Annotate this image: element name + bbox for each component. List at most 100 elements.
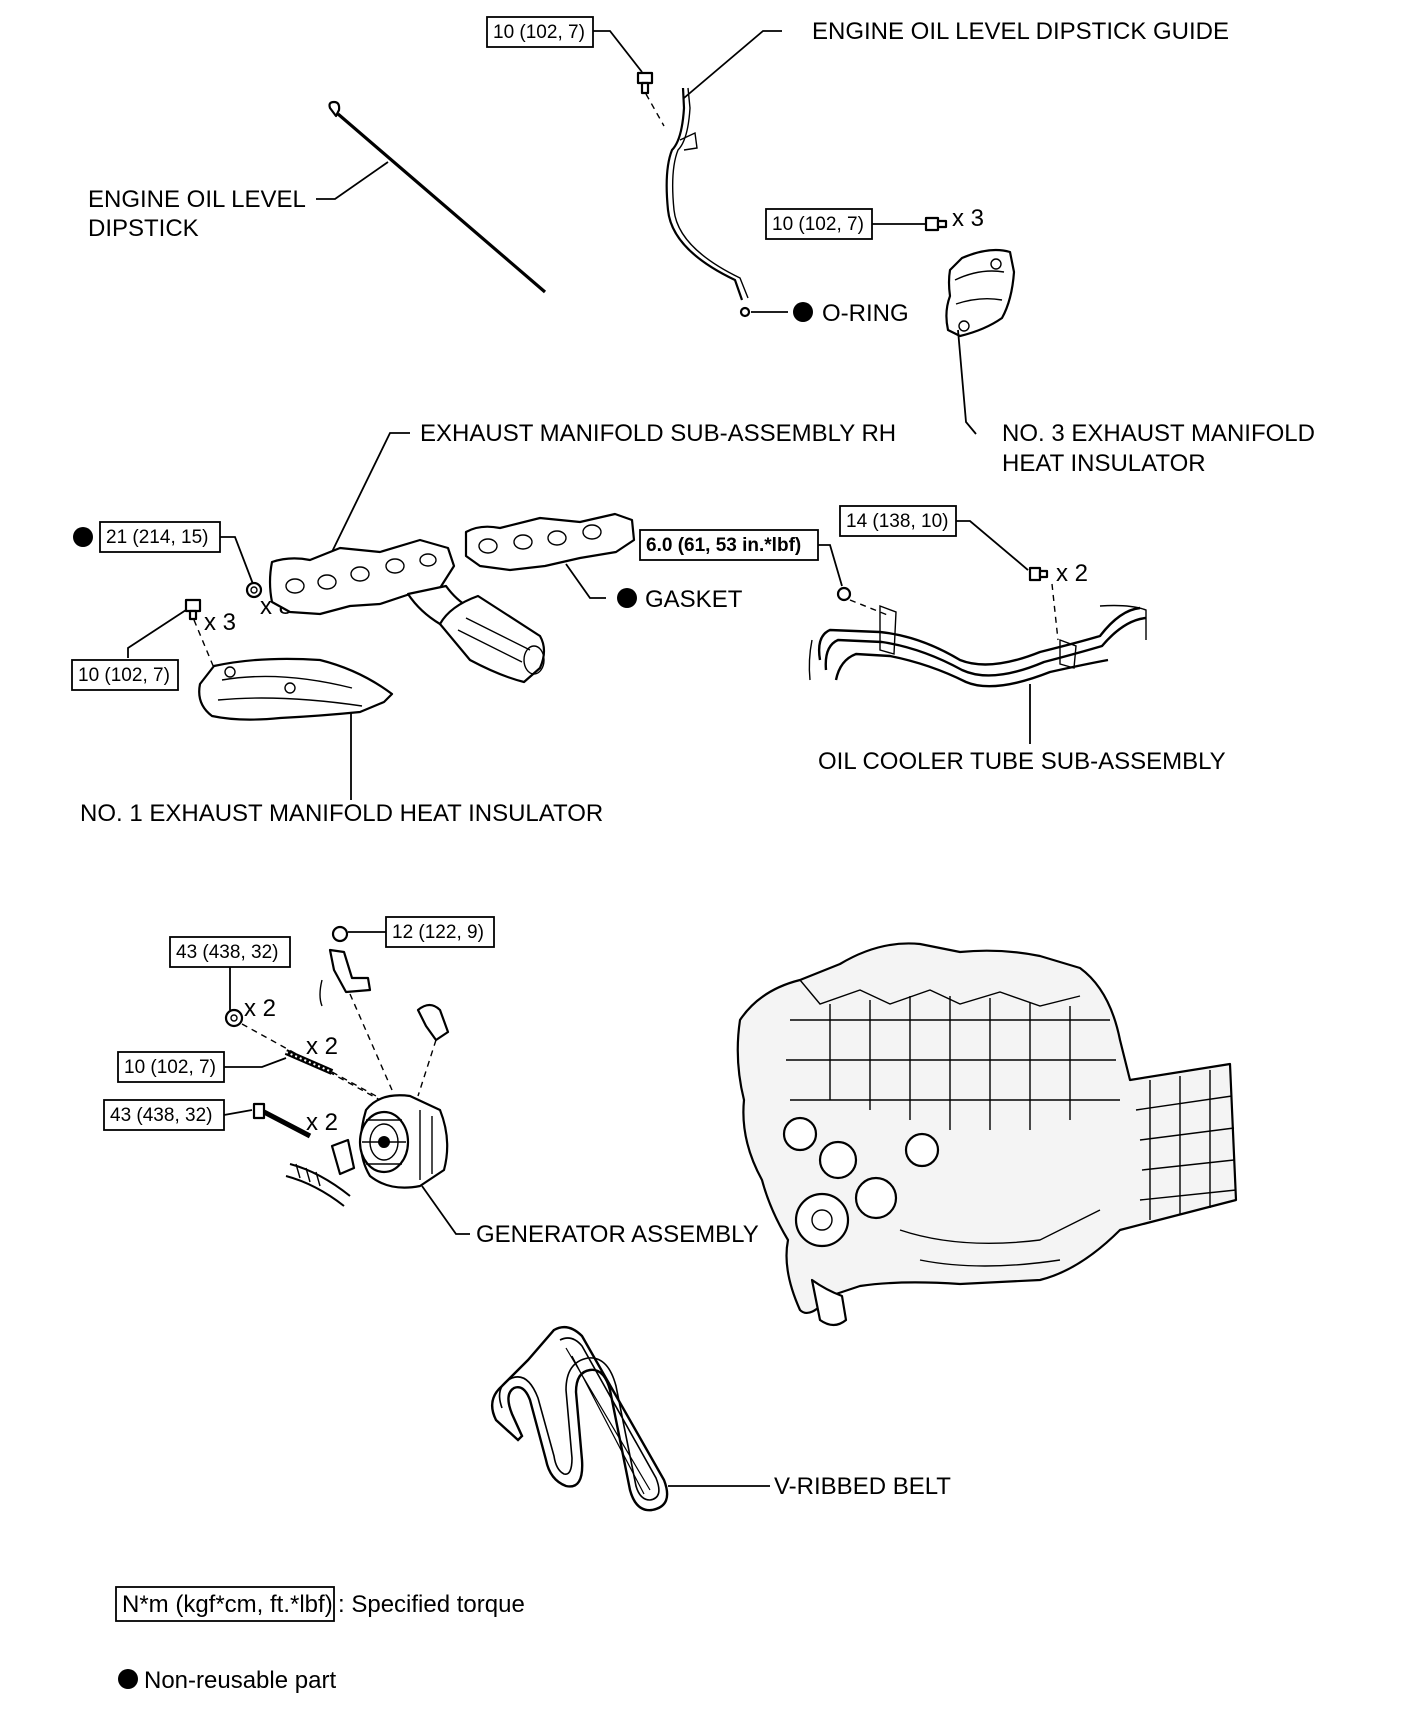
- label-dipstick-line2: DIPSTICK: [88, 215, 199, 242]
- bracket-icon: [328, 948, 372, 994]
- legend-torque-box-text: N*m (kgf*cm, ft.*lbf): [122, 1591, 333, 1618]
- label-dipstick-guide: ENGINE OIL LEVEL DIPSTICK GUIDE: [812, 18, 1229, 45]
- dash-guide-bolt: [645, 93, 665, 127]
- dash-cooler-bolt: [1051, 583, 1059, 641]
- legend-nonreusable-text: Non-reusable part: [144, 1667, 336, 1694]
- v-ribbed-belt-icon: [490, 1325, 669, 1512]
- dipstick-guide-icon: [665, 87, 744, 301]
- leader-gen-bolt: [223, 1109, 253, 1116]
- bolt-icon: [252, 1102, 312, 1139]
- no1-heat-insulator-icon: [198, 657, 394, 721]
- legend-torque-box: [115, 1586, 335, 1622]
- oil-cooler-group: 6.0 (61, 53 in.*lbf) 14 (138, 10) x 2 OI…: [639, 505, 1226, 775]
- torque-box-cooler-nut: [639, 529, 819, 561]
- no3-heat-insulator-icon: [945, 248, 1016, 338]
- leader-no1-bolt: [127, 609, 187, 658]
- nut-icon: [836, 586, 852, 602]
- torque-gen-nut: 43 (438, 32): [176, 942, 278, 963]
- torque-no3-bolt: 10 (102, 7): [772, 214, 864, 235]
- label-no1-insulator: NO. 1 EXHAUST MANIFOLD HEAT INSULATOR: [80, 800, 603, 827]
- leader-gasket: [565, 563, 606, 599]
- leader-manifold-nut: [220, 536, 254, 585]
- stud-bolt-icon: [284, 1049, 334, 1075]
- torque-gen-stud: 10 (102, 7): [124, 1057, 216, 1078]
- dipstick-guide-group: 10 (102, 7) ENGINE OIL LEVEL DIPSTICK GU…: [486, 16, 1229, 301]
- generator-icon: [358, 1094, 449, 1189]
- count-no1: x 3: [204, 609, 236, 636]
- label-generator: GENERATOR ASSEMBLY: [476, 1221, 759, 1248]
- adjusting-bracket-icon: [330, 1138, 356, 1176]
- bolt-icon: [924, 216, 948, 232]
- count-gen-bolt: x 2: [306, 1109, 338, 1136]
- catalytic-converter-icon: [438, 594, 546, 684]
- o-ring-group: O-RING: [739, 300, 909, 327]
- leader-dipstick: [316, 161, 389, 200]
- count-no3: x 3: [952, 205, 984, 232]
- nut-icon: [224, 1008, 244, 1028]
- torque-box-gen-bolt: [103, 1099, 225, 1131]
- dipstick-icon: [336, 112, 547, 294]
- torque-manifold-nut: 21 (214, 15): [106, 527, 208, 548]
- dash-gen-stud: [331, 1071, 377, 1097]
- generator-group: 43 (438, 32) x 2 10 (102, 7) x 2 43 (438…: [103, 916, 759, 1248]
- v-ribbed-belt-group: V-RIBBED BELT: [490, 1325, 951, 1512]
- torque-cooler-nut: 6.0 (61, 53 in.*lbf): [646, 535, 801, 556]
- dash-no1-bolt: [193, 619, 215, 669]
- non-reusable-mark-icon: [793, 302, 813, 322]
- dash-gen-top: [349, 993, 393, 1091]
- torque-box-manifold-nut: [99, 521, 221, 553]
- legend-torque-text: : Specified torque: [338, 1591, 525, 1618]
- o-ring-icon: [739, 306, 751, 318]
- torque-box-gen-nut: [169, 936, 291, 968]
- label-dipstick-line1: ENGINE OIL LEVEL: [88, 186, 306, 213]
- label-oil-cooler: OIL COOLER TUBE SUB-ASSEMBLY: [818, 748, 1226, 775]
- torque-guide-bolt: 10 (102, 7): [493, 22, 585, 43]
- non-reusable-mark-icon: [617, 588, 637, 608]
- leader-exhaust-manifold: [327, 432, 410, 561]
- count-gen-stud: x 2: [306, 1033, 338, 1060]
- label-exhaust-manifold: EXHAUST MANIFOLD SUB-ASSEMBLY RH: [420, 420, 896, 447]
- hose-icon: [285, 1163, 351, 1207]
- gasket-group: GASKET: [464, 512, 743, 613]
- torque-box-no1-bolt: [71, 659, 179, 691]
- leader-cooler-nut: [818, 544, 843, 587]
- label-v-belt: V-RIBBED BELT: [774, 1473, 951, 1500]
- count-cooler: x 2: [1056, 560, 1088, 587]
- leader-generator: [421, 1185, 470, 1235]
- torque-gen-top: 12 (122, 9): [392, 922, 484, 943]
- torque-no1-bolt: 10 (102, 7): [78, 665, 170, 686]
- nut-icon: [245, 581, 263, 599]
- count-gen-nut: x 2: [244, 995, 276, 1022]
- torque-box-guide-bolt: [486, 16, 594, 48]
- torque-gen-bolt: 43 (438, 32): [110, 1105, 212, 1126]
- torque-box-no3-bolt: [765, 208, 873, 240]
- torque-cooler-bolt: 14 (138, 10): [846, 511, 948, 532]
- leader-guide-bolt: [593, 30, 643, 73]
- dash-cooler-nut: [849, 599, 891, 617]
- leader-dipstick-guide: [683, 30, 782, 99]
- non-reusable-mark-icon: [73, 527, 93, 547]
- legend: N*m (kgf*cm, ft.*lbf) : Specified torque…: [115, 1586, 525, 1694]
- exhaust-manifold-group: EXHAUST MANIFOLD SUB-ASSEMBLY RH 21 (214…: [73, 420, 896, 684]
- oil-cooler-tube-icon: [808, 604, 1147, 688]
- connector-icon: [416, 1003, 450, 1042]
- bolt-icon: [331, 925, 349, 943]
- bolt-icon: [1028, 566, 1049, 582]
- no1-insulator-group: x 3 10 (102, 7) NO. 1 EXHAUST MANIFOLD H…: [71, 598, 603, 827]
- engine-assembly-icon: [736, 942, 1238, 1327]
- label-no3-line2: HEAT INSULATOR: [1002, 450, 1206, 477]
- dash-gen-connector: [417, 1039, 437, 1097]
- torque-box-gen-stud: [117, 1051, 225, 1083]
- dipstick-group: ENGINE OIL LEVEL DIPSTICK: [88, 100, 548, 294]
- leader-gen-stud: [224, 1057, 287, 1068]
- label-o-ring: O-RING: [822, 300, 909, 327]
- dipstick-handle-icon: [328, 100, 341, 118]
- bolt-icon: [636, 71, 654, 95]
- non-reusable-mark-icon: [118, 1669, 138, 1689]
- label-no3-line1: NO. 3 EXHAUST MANIFOLD: [1002, 420, 1315, 447]
- leader-cooler-bolt: [956, 520, 1029, 571]
- label-gasket: GASKET: [645, 586, 743, 613]
- leader-no3-insulator: [957, 329, 977, 435]
- no3-insulator-group: 10 (102, 7) x 3 NO. 3 EXHAUST MANIFOLD H…: [765, 205, 1315, 477]
